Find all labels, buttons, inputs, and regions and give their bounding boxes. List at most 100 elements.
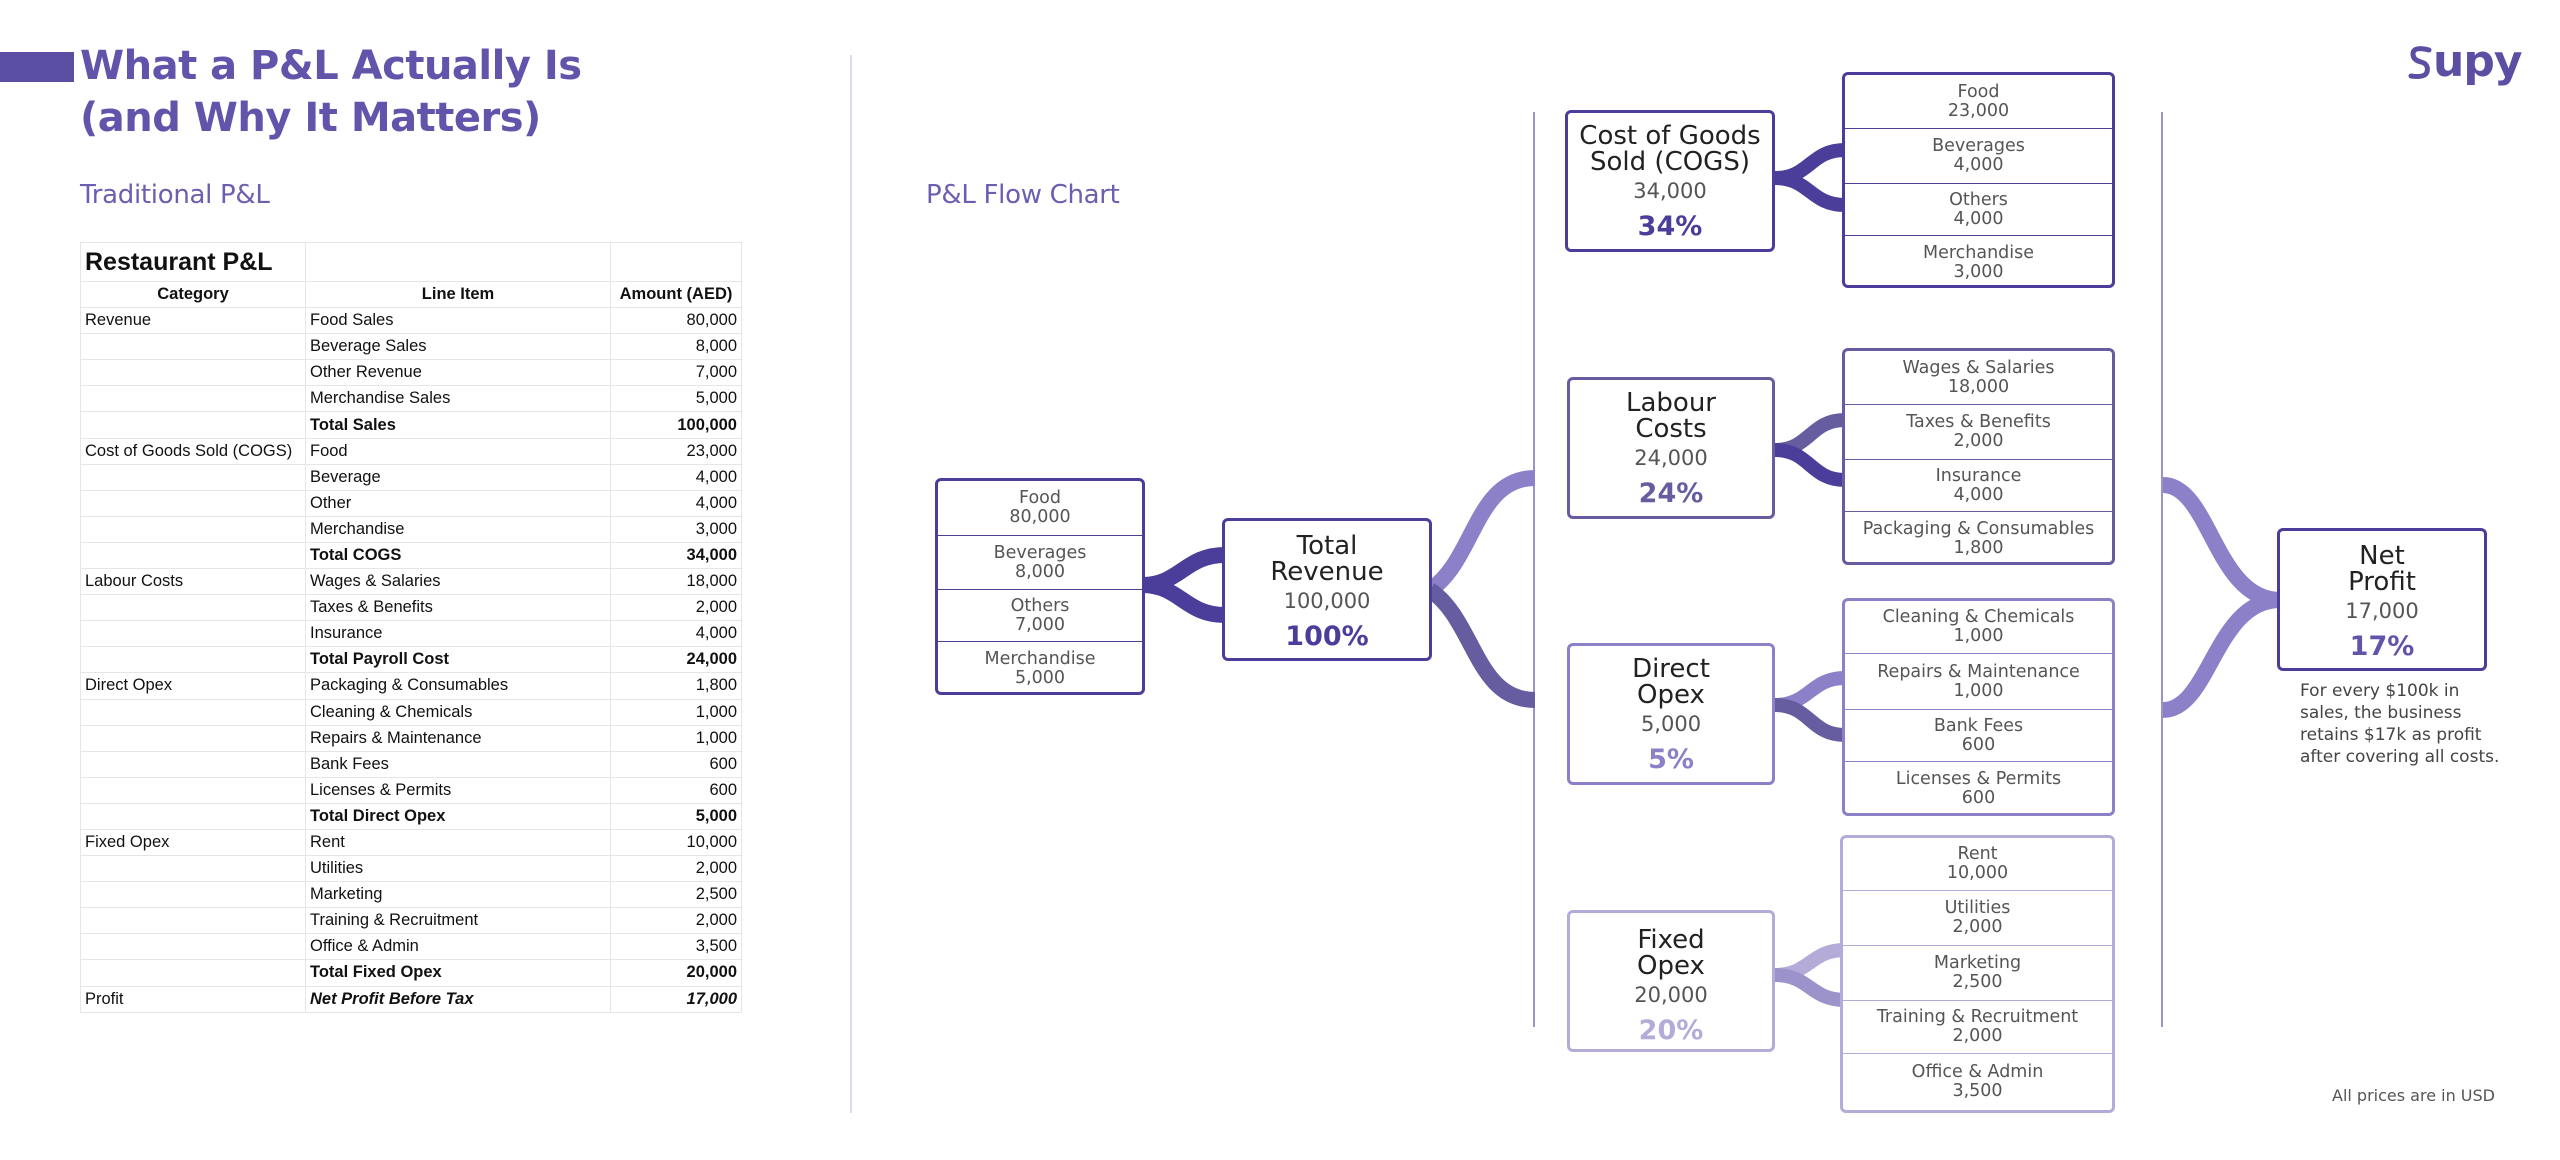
fixed-opex-value: 20,000 — [1634, 983, 1708, 1007]
direct-opex-pct: 5% — [1648, 744, 1694, 775]
fixed-opex-name-1: Fixed — [1637, 925, 1705, 955]
row-line-item-cell: Beverage — [305, 463, 611, 491]
connector-total-to-lower — [1425, 583, 1536, 708]
fixed-opex-box: Fixed Opex 20,000 20% — [1567, 910, 1775, 1052]
row-category-cell — [80, 515, 306, 543]
net-profit-box: Net Profit 17,000 17% — [2277, 528, 2487, 671]
row-amount-cell: 4,000 — [610, 463, 742, 491]
direct-opex-name-1: Direct — [1632, 654, 1710, 684]
traditional-pl-label: Traditional P&L — [80, 180, 270, 210]
row-category-cell — [80, 959, 306, 987]
net-profit-note: For every $100k in sales, the business r… — [2300, 681, 2500, 767]
row-amount-cell: 4,000 — [610, 620, 742, 648]
connector-fixed-bottom — [1774, 968, 1846, 1007]
page-title-line-2: (and Why It Matters) — [80, 95, 541, 141]
connector-to-profit-bottom — [2161, 592, 2281, 718]
direct-opex-box: Direct Opex 5,000 5% — [1567, 643, 1775, 785]
page-title-line-1: What a P&L Actually Is — [80, 43, 582, 89]
row-line-item-cell: Packaging & Consumables — [305, 672, 611, 700]
row-category-cell — [80, 411, 306, 439]
row-amount-cell: 2,000 — [610, 855, 742, 883]
cogs-box: Cost of Goods Sold (COGS) 34,000 34% — [1565, 110, 1775, 252]
row-amount-cell: 17,000 — [610, 985, 742, 1013]
title-accent-bar — [0, 52, 74, 82]
row-category-cell: Revenue — [80, 307, 306, 335]
row-category-cell — [80, 359, 306, 387]
page-title: What a P&L Actually Is (and Why It Matte… — [80, 40, 582, 144]
currency-footnote: All prices are in USD — [2332, 1086, 2495, 1105]
row-category-cell: Direct Opex — [80, 672, 306, 700]
row-line-item-cell: Insurance — [305, 620, 611, 648]
logo-text: upy — [2433, 36, 2523, 87]
labour-box: Labour Costs 24,000 24% — [1567, 377, 1775, 519]
pl-table: Restaurant P&L Category Line Item Amount… — [80, 242, 742, 1013]
cogs-pct: 34% — [1637, 211, 1703, 242]
row-amount-cell: 23,000 — [610, 437, 742, 465]
total-revenue-name-1: Total — [1296, 531, 1358, 561]
column-header-category: Category — [80, 280, 306, 309]
table-title: Restaurant P&L — [80, 242, 306, 282]
cogs-value: 34,000 — [1633, 179, 1707, 203]
connector-direct-bottom — [1774, 698, 1846, 742]
row-amount-cell: 600 — [610, 776, 742, 804]
direct-opex-name-2: Opex — [1637, 680, 1705, 710]
cogs-name-2: Sold (COGS) — [1590, 147, 1750, 177]
table-header-row: Category Line Item Amount (AED) — [80, 280, 742, 309]
row-category-cell: Fixed Opex — [80, 828, 306, 857]
supy-swirl-icon — [2408, 46, 2432, 79]
right-guide-line — [2161, 112, 2163, 1027]
total-revenue-pct: 100% — [1285, 621, 1369, 652]
row-category-cell — [80, 385, 306, 413]
supy-logo: upy — [2405, 36, 2523, 87]
total-revenue-box: Total Revenue 100,000 100% — [1222, 518, 1432, 661]
row-line-item-cell: Net Profit Before Tax — [305, 985, 611, 1013]
row-line-item-cell: Utilities — [305, 855, 611, 883]
direct-opex-value: 5,000 — [1640, 712, 1702, 736]
total-revenue-value: 100,000 — [1283, 589, 1371, 613]
row-line-item-cell: Food Sales — [305, 307, 611, 335]
row-amount-cell: 20,000 — [610, 959, 742, 987]
fixed-opex-name-2: Opex — [1637, 951, 1705, 981]
cogs-name-1: Cost of Goods — [1579, 121, 1761, 151]
connector-revenue-bottom — [1141, 577, 1226, 623]
row-category-cell: Profit — [80, 985, 306, 1013]
row-amount-cell: 7,000 — [610, 359, 742, 387]
row-amount-cell: 5,000 — [610, 802, 742, 830]
row-amount-cell: 1,800 — [610, 672, 742, 700]
left-guide-line — [1533, 112, 1535, 1027]
row-line-item-cell: Beverage Sales — [305, 333, 611, 361]
row-line-item-cell: Rent — [305, 828, 611, 857]
